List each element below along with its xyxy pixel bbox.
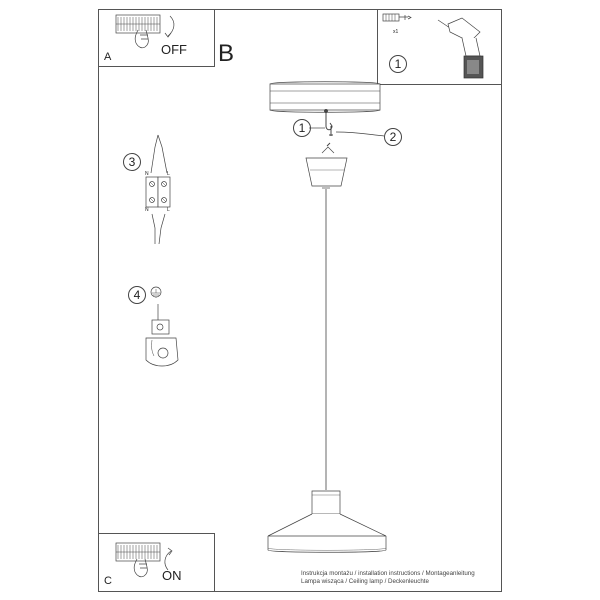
step-a-letter: A — [104, 51, 112, 63]
step-c-letter: C — [104, 575, 112, 587]
step-c-state: ON — [162, 568, 182, 583]
wire-l-top: L — [167, 171, 170, 177]
ground-terminal-icon — [145, 304, 179, 367]
anchor-quantity: x1 — [393, 29, 399, 35]
lamp-shade-icon — [267, 490, 387, 553]
footer-instructions: Instrukcja montażu / installation instru… — [301, 570, 475, 577]
terminal-block-c-icon — [115, 542, 161, 562]
wall-anchor-icon — [382, 13, 412, 22]
wire-n-top: N — [145, 171, 149, 177]
wire-l-bottom: L — [167, 207, 170, 213]
step-b-letter: B — [218, 40, 235, 67]
wire-n-bottom: N — [145, 207, 149, 213]
hook-callout-2: 2 — [384, 128, 402, 146]
footer-product: Lampa wisząca / Ceiling lamp / Deckenleu… — [301, 578, 429, 585]
step-a-state: OFF — [161, 42, 187, 57]
drill-icon — [437, 17, 484, 79]
wiring-callout-3: 3 — [123, 153, 141, 171]
ceiling-canopy-icon — [269, 81, 381, 113]
tools-callout-1: 1 — [389, 55, 407, 73]
ground-callout-4: 4 — [128, 286, 146, 304]
cable-cup-icon — [305, 142, 348, 189]
wire-connector-icon — [145, 134, 171, 245]
instruction-sheet-frame — [98, 9, 502, 592]
hand-a-icon — [134, 29, 149, 49]
hand-c-icon — [133, 558, 148, 578]
ceiling-hook-icon — [325, 110, 333, 131]
on-arrow-icon — [164, 550, 172, 571]
hook-callout-1: 1 — [293, 119, 311, 137]
terminal-block-a-icon — [115, 14, 161, 34]
ground-symbol-icon — [150, 286, 162, 298]
